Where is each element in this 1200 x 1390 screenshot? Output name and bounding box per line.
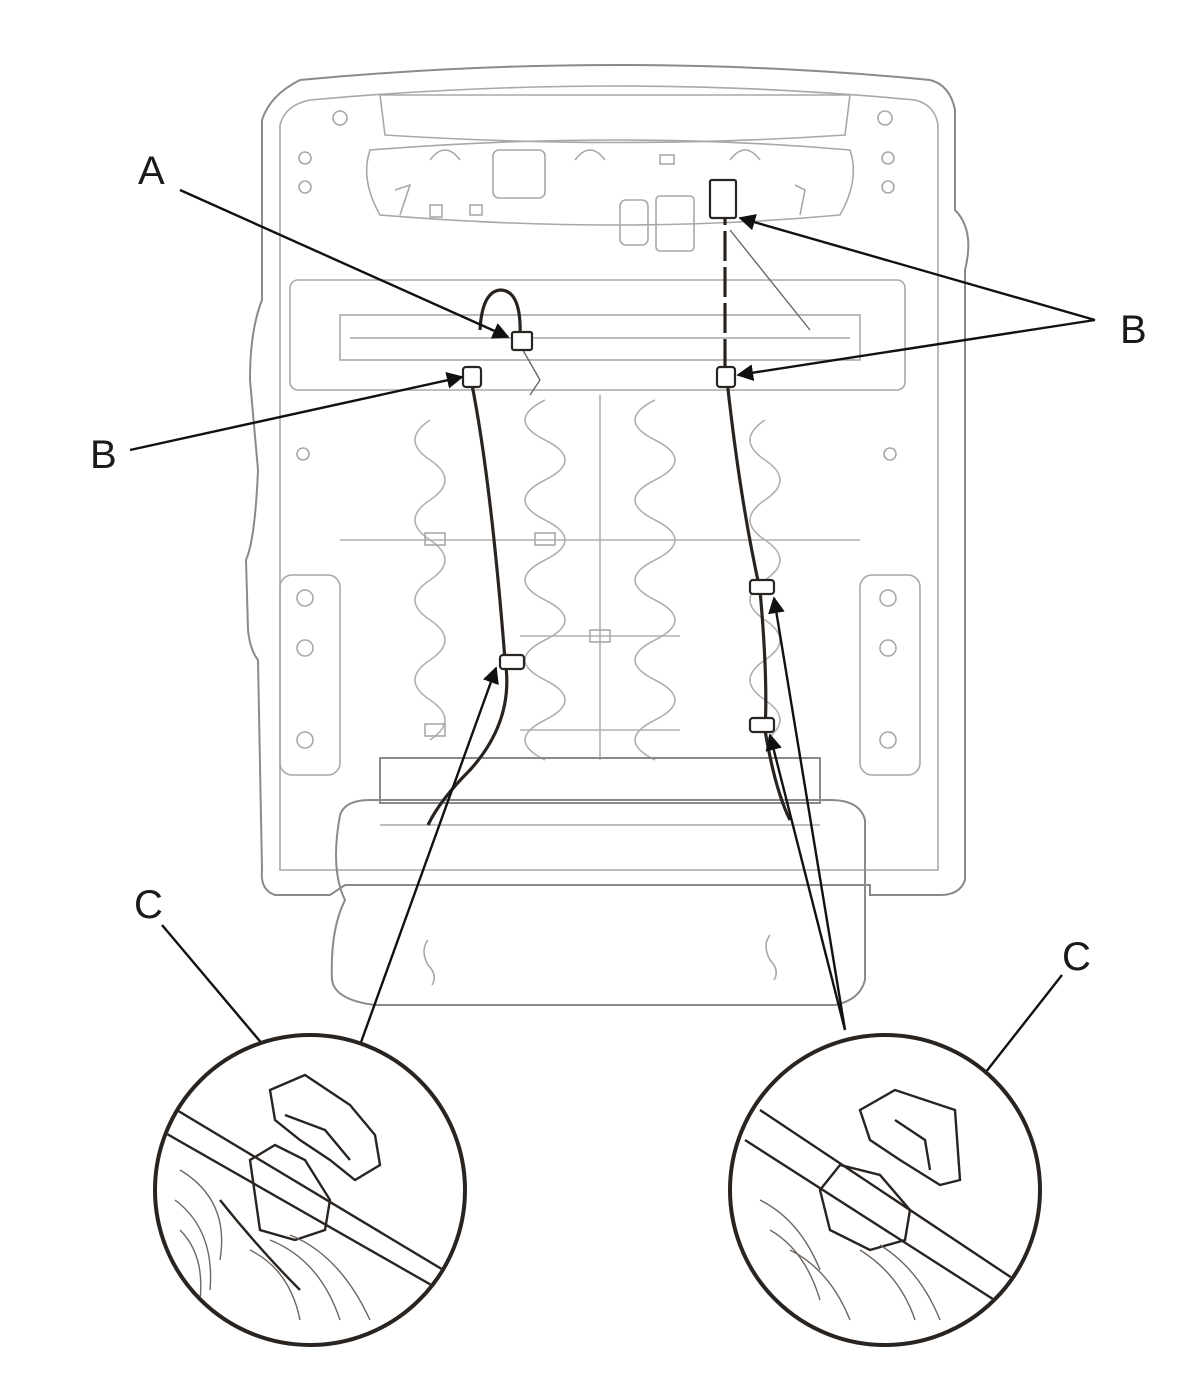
clip-c-right-lower [748, 716, 776, 734]
detail-view-left [153, 1033, 467, 1347]
label-b-left: B [90, 433, 117, 477]
connector-b-upper-right [708, 178, 738, 220]
label-c-left: C [134, 883, 163, 927]
callout-leaders [129, 188, 1096, 1107]
label-c-right: C [1062, 935, 1091, 979]
clip-c-right-upper [748, 578, 776, 596]
connector-b-lower-right [715, 365, 737, 389]
clip-c-left [498, 653, 526, 671]
connector-b-left [461, 365, 483, 389]
seat-springs [340, 395, 860, 761]
label-a: A [138, 149, 165, 193]
connector-a [510, 330, 534, 352]
label-b-right: B [1120, 308, 1147, 352]
detail-view-right [728, 1033, 1042, 1347]
seat-frame [244, 64, 970, 896]
